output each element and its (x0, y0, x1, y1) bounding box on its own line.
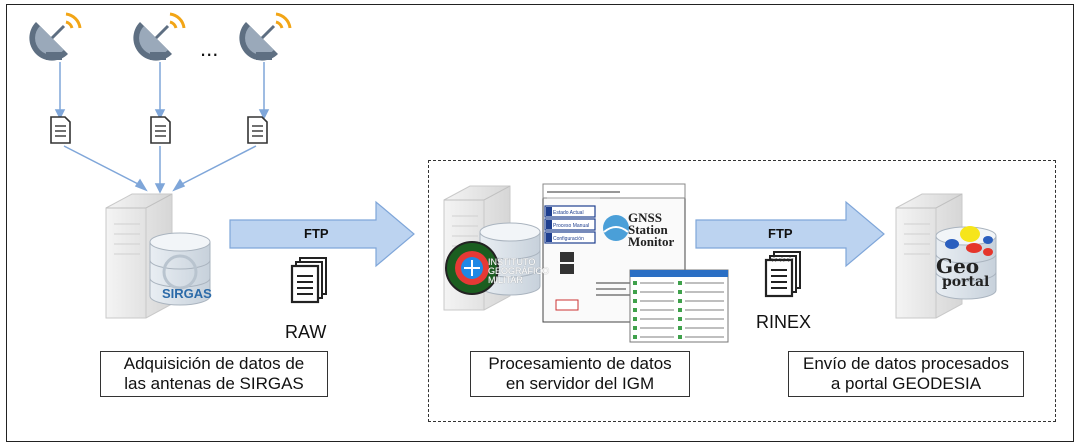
rinex-stars-icon: ☆☆☆ (770, 255, 794, 265)
gnss-app-title-line-3: Monitor (628, 234, 675, 249)
igm-processing-region (428, 160, 1056, 422)
geoportal-logo-text: Geo portal (936, 254, 990, 290)
rinex-label: RINEX (756, 312, 812, 332)
ftp-label-1: FTP (304, 226, 329, 241)
sirgas-logo-text: SIRGAS (162, 286, 212, 301)
menu-proceso-manual: Proceso Manual (553, 223, 590, 229)
gnss-station-monitor-window (542, 183, 686, 323)
processing-line-1: Procesamiento de datos (488, 354, 672, 373)
file-to-server-arrows (63, 145, 257, 194)
raw-files-icon (290, 256, 328, 304)
processing-label-box: Procesamiento de datos en servidor del I… (470, 351, 690, 397)
menu-estado-actual: Estado Actual (553, 210, 584, 216)
antenna-icon-2 (131, 12, 186, 63)
ftp-label-2: FTP (768, 226, 793, 241)
geoportal-database-icon (935, 226, 997, 300)
antenna-icon-1 (27, 12, 82, 63)
gnss-app-title-line-1: GNSS (628, 210, 662, 225)
acquisition-line-1: Adquisición de datos de (123, 354, 305, 373)
raw-label: RAW (285, 322, 327, 342)
sirgas-database-icon (149, 232, 211, 306)
diagram-frame (6, 4, 1074, 442)
file-icon-1 (50, 116, 71, 144)
igm-logo-text: INSTITUTO GEOGRÁFICO MILITAR (488, 258, 549, 285)
antenna-icon-3 (237, 12, 292, 63)
processing-line-2: en servidor del IGM (505, 374, 655, 393)
antenna-to-file-arrows (54, 62, 270, 120)
ftp-arrow-2 (695, 200, 885, 268)
igm-logo-line-3: MILITAR (488, 275, 523, 285)
igm-logo-line-1: INSTITUTO (488, 257, 536, 267)
acquisition-line-2: las antenas de SIRGAS (124, 374, 304, 393)
delivery-line-1: Envío de datos procesados (802, 354, 1010, 373)
file-icon-3 (247, 116, 268, 144)
delivery-line-2: a portal GEODESIA (830, 374, 982, 393)
igm-logo-line-2: GEOGRÁFICO (488, 266, 550, 276)
menu-configuracion: Configuración (553, 236, 584, 242)
geoportal-logo-line-2: portal (942, 274, 990, 290)
gnss-app-title-line-2: Station (628, 222, 668, 237)
svg-text:☆☆☆: ☆☆☆ (770, 255, 794, 265)
acquisition-label-box: Adquisición de datos de las antenas de S… (100, 351, 328, 397)
geoportal-logo-line-1: Geo (936, 254, 980, 278)
delivery-label-box: Envío de datos procesados a portal GEODE… (788, 351, 1024, 397)
gnss-app-title: GNSS Station Monitor (628, 210, 675, 249)
ftp-arrow-1 (229, 200, 415, 268)
file-icon-2 (150, 116, 171, 144)
igm-emblem-icon (445, 241, 499, 295)
station-status-table (629, 269, 729, 343)
antenna-ellipsis: ... (200, 36, 219, 61)
gnss-app-menu: Estado Actual Proceso Manual Configuraci… (553, 207, 589, 246)
